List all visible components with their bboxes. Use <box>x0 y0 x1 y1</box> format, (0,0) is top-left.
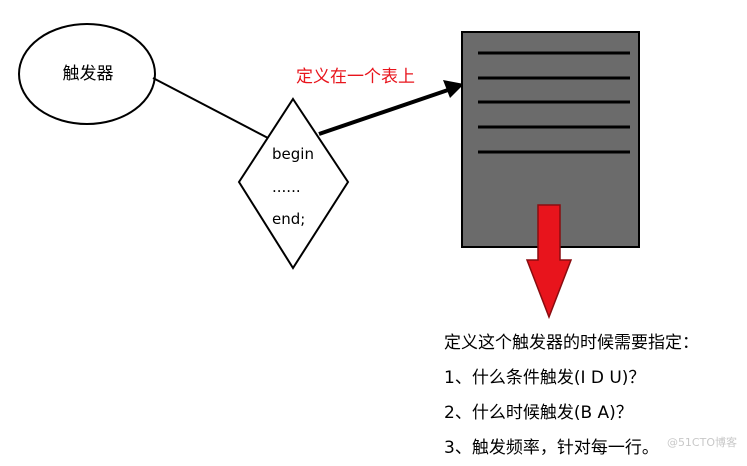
down-arrow <box>525 204 573 320</box>
table-row-lines <box>478 51 630 154</box>
code-line-ellipsis: ...... <box>272 178 301 196</box>
trigger-ellipse <box>18 23 156 125</box>
trigger-notes: 定义这个触发器的时候需要指定： 1、什么条件触发(I D U)？ 2、什么时候触… <box>444 326 699 466</box>
notes-heading: 定义这个触发器的时候需要指定： <box>444 333 699 353</box>
watermark: @51CTO博客 <box>666 436 737 449</box>
note-item-timing: 2、什么时候触发(B A)？ <box>444 403 633 423</box>
trigger-label: 触发器 <box>63 64 114 84</box>
note-item-frequency: 3、触发频率，针对每一行。 <box>444 438 659 458</box>
code-block-diamond <box>237 97 350 270</box>
define-on-table-label: 定义在一个表上 <box>296 67 415 87</box>
code-line-begin: begin <box>272 145 314 163</box>
note-item-condition: 1、什么条件触发(I D U)？ <box>444 368 646 388</box>
define-arrow-head <box>443 80 464 98</box>
define-arrow-line <box>318 88 449 136</box>
code-line-end: end; <box>272 210 305 228</box>
trigger-connector-line <box>152 77 269 139</box>
